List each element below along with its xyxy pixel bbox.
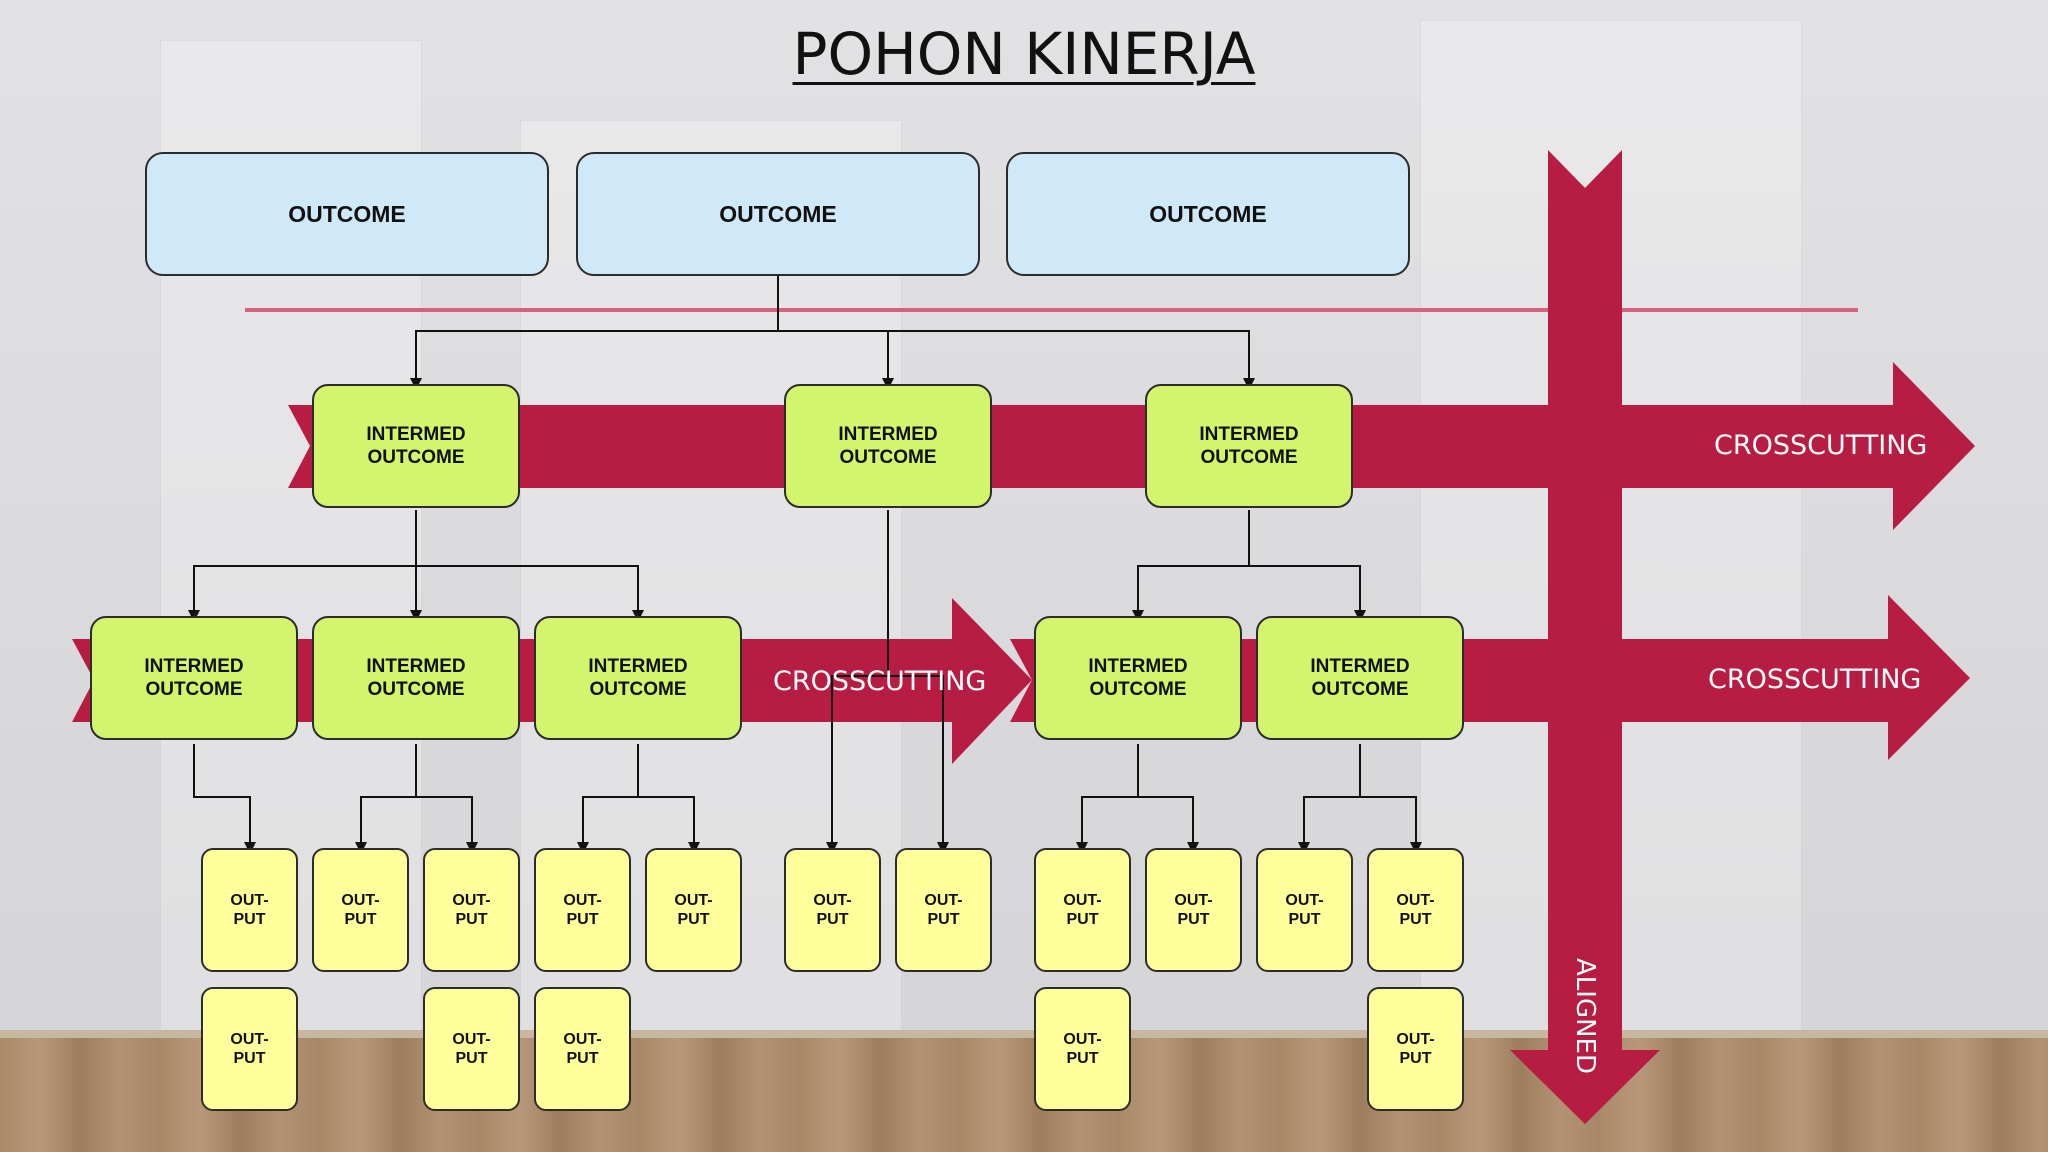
output-box: OUT- PUT <box>1367 987 1464 1111</box>
outcome-box: OUTCOME <box>145 152 549 276</box>
page-title: POHON KINERJA <box>792 20 1256 88</box>
crosscutting-label-top: CROSSCUTTING <box>1714 430 1928 461</box>
output-box: OUT- PUT <box>201 987 298 1111</box>
intermed-outcome-box: INTERMED OUTCOME <box>534 616 742 740</box>
intermed-outcome-box: INTERMED OUTCOME <box>1145 384 1353 508</box>
output-box: OUT- PUT <box>645 848 742 972</box>
crosscutting-arrow-mid-right <box>1010 595 1970 760</box>
output-box: OUT- PUT <box>1034 848 1131 972</box>
output-box: OUT- PUT <box>534 987 631 1111</box>
intermed-outcome-box: INTERMED OUTCOME <box>312 384 520 508</box>
output-box: OUT- PUT <box>895 848 992 972</box>
crosscutting-label-mid-left: CROSSCUTTING <box>773 666 987 697</box>
wooden-floor <box>0 1030 2048 1152</box>
outcome-box: OUTCOME <box>1006 152 1410 276</box>
output-box: OUT- PUT <box>312 848 409 972</box>
output-box: OUT- PUT <box>201 848 298 972</box>
intermed-outcome-box: INTERMED OUTCOME <box>784 384 992 508</box>
intermed-outcome-box: INTERMED OUTCOME <box>312 616 520 740</box>
output-box: OUT- PUT <box>1256 848 1353 972</box>
intermed-outcome-box: INTERMED OUTCOME <box>1034 616 1242 740</box>
aligned-label: ALIGNED <box>1570 958 1600 1074</box>
output-box: OUT- PUT <box>1145 848 1242 972</box>
outcome-box: OUTCOME <box>576 152 980 276</box>
connectors <box>193 276 1417 842</box>
crosscutting-label-mid-right: CROSSCUTTING <box>1708 664 1922 695</box>
output-box: OUT- PUT <box>1367 848 1464 972</box>
intermed-outcome-box: INTERMED OUTCOME <box>1256 616 1464 740</box>
intermed-outcome-box: INTERMED OUTCOME <box>90 616 298 740</box>
output-box: OUT- PUT <box>784 848 881 972</box>
output-box: OUT- PUT <box>423 848 520 972</box>
output-box: OUT- PUT <box>1034 987 1131 1111</box>
output-box: OUT- PUT <box>423 987 520 1111</box>
output-box: OUT- PUT <box>534 848 631 972</box>
aligned-arrow <box>1510 150 1660 1124</box>
